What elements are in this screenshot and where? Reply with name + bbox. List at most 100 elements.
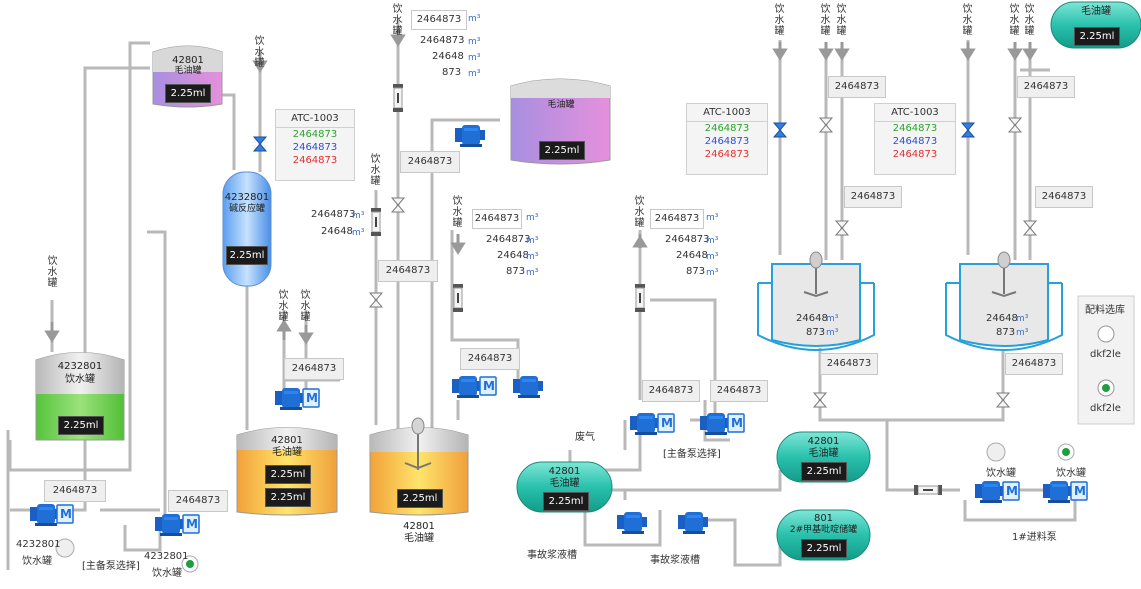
water-tank-right-1: 饮水罐 xyxy=(986,468,1016,479)
flow-reading-left-2: 24648 xyxy=(321,226,353,237)
tank-mixer-level: 2.25ml xyxy=(397,489,443,508)
left-tank-name-2: 饮水罐 xyxy=(152,568,182,579)
atc-panel-3[interactable]: ATC-1003 2464873 2464873 2464873 xyxy=(874,103,956,175)
flow-arrows xyxy=(44,26,1038,345)
reactor-id: 4232801 xyxy=(224,192,270,203)
tank-mid-level-1: 2.25ml xyxy=(265,465,311,484)
flow-unit: m³ xyxy=(706,213,719,223)
reactor-1-unit: m³ xyxy=(826,314,839,324)
tank-mid-level-2: 2.25ml xyxy=(265,488,311,507)
water-inlet-label: 饮水罐 xyxy=(1009,4,1020,37)
water-inlet-label: 饮水罐 xyxy=(820,4,831,37)
value-box: 2464873 xyxy=(828,76,886,98)
reactor-2-reading-a: 24648 xyxy=(986,313,1018,324)
flow-reading-left-1: 2464873 xyxy=(311,209,356,220)
accident-tank-label-1: 事故浆液槽 xyxy=(527,550,577,561)
value-box: 2464873 xyxy=(820,353,878,375)
motor-label: M xyxy=(731,416,743,430)
flow-reading: 2464873 xyxy=(665,234,710,245)
left-tank-name-1: 饮水罐 xyxy=(22,556,52,567)
water-inlet-label: 饮水罐 xyxy=(962,4,973,37)
water-tank-left-level: 2.25ml xyxy=(58,416,104,435)
reactor-level: 2.25ml xyxy=(226,246,268,265)
motor-label: M xyxy=(1006,484,1018,498)
radio-left-1[interactable] xyxy=(55,538,75,558)
atc-value-blue: 2464873 xyxy=(704,136,750,147)
flow-box: 2464873 xyxy=(411,10,467,30)
reactor-2-unit: m³ xyxy=(1016,328,1029,338)
accident-tank-label-2: 事故浆液槽 xyxy=(650,555,700,566)
atc-value-blue: 2464873 xyxy=(292,142,338,153)
motor-label: M xyxy=(1074,484,1086,498)
value-box: 2464873 xyxy=(1017,76,1075,98)
atc-title: ATC-1003 xyxy=(276,110,354,128)
atc-value-green: 2464873 xyxy=(704,123,750,134)
value-box: 2464873 xyxy=(400,151,460,173)
feed-pump-label: 1#进料泵 xyxy=(1012,532,1057,543)
flow-reading: 873 xyxy=(506,266,526,277)
tank-reactor[interactable] xyxy=(222,171,272,287)
value-box: 2464873 xyxy=(284,358,344,380)
atc-title: ATC-1003 xyxy=(687,104,767,122)
tank-mixer-name: 毛油罐 xyxy=(404,533,434,544)
left-tank-id-1: 4232801 xyxy=(16,539,61,550)
flow-unit: m³ xyxy=(468,69,481,79)
tank-right-1-level: 2.25ml xyxy=(801,462,847,481)
flow-unit: m³ xyxy=(526,213,539,223)
flow-reading: 2464873 xyxy=(486,234,531,245)
tank-top-center-name: 毛油罐 xyxy=(547,100,575,110)
value-box: 2464873 xyxy=(642,380,700,402)
water-inlet-label: 饮水罐 xyxy=(836,4,847,37)
water-inlet-label: 饮水罐 xyxy=(254,36,265,69)
atc-value-red: 2464873 xyxy=(892,149,938,160)
flow-box: 2464873 xyxy=(650,209,704,229)
library-panel xyxy=(1077,295,1135,425)
flow-unit: m³ xyxy=(706,252,719,262)
water-inlet-label: 饮水罐 xyxy=(47,256,58,289)
tank-horizontal-id: 42801 xyxy=(548,466,581,477)
flow-reading: 873 xyxy=(686,266,706,277)
motor-label: M xyxy=(60,507,72,521)
tank-top-left-name: 毛油罐 xyxy=(174,66,202,76)
flow-reading-3: 873 xyxy=(442,67,462,78)
water-inlet-label: 饮水罐 xyxy=(278,290,289,323)
tank-top-left-level: 2.25ml xyxy=(165,84,211,103)
pump-select-center[interactable]: [主备泵选择] xyxy=(663,449,721,460)
reactor-right-1[interactable] xyxy=(757,251,875,351)
tank-right-1-name: 毛油罐 xyxy=(808,448,839,459)
flow-unit: m³ xyxy=(468,53,481,63)
library-option-2[interactable]: dkf2le xyxy=(1090,403,1121,414)
reactor-right-2[interactable] xyxy=(945,251,1063,351)
atc-panel-2[interactable]: ATC-1003 2464873 2464873 2464873 xyxy=(686,103,768,175)
waste-gas-label: 废气 xyxy=(575,432,595,443)
atc-value-green: 2464873 xyxy=(892,123,938,134)
tank-right-2-level: 2.25ml xyxy=(801,539,847,558)
reactor-1-reading-a: 24648 xyxy=(796,313,828,324)
water-tank-right-2: 饮水罐 xyxy=(1056,468,1086,479)
water-tank-left-id: 4232801 xyxy=(57,361,103,372)
lib-radio-1[interactable] xyxy=(1097,325,1115,343)
flow-unit: m³ xyxy=(526,236,539,246)
tank-top-center[interactable] xyxy=(510,78,611,165)
flow-reading: 24648 xyxy=(497,250,529,261)
water-inlet-label: 饮水罐 xyxy=(300,290,311,323)
water-inlet-label: 饮水罐 xyxy=(1024,4,1035,37)
pump-select-left[interactable]: [主备泵选择] xyxy=(82,561,140,572)
tank-mid-id: 42801 xyxy=(271,435,303,446)
library-option-1[interactable]: dkf2le xyxy=(1090,349,1121,360)
water-tank-left-name: 饮水罐 xyxy=(65,374,95,385)
tank-mid-name: 毛油罐 xyxy=(272,447,302,458)
tank-mixer[interactable] xyxy=(369,417,469,516)
tank-mixer-id: 42801 xyxy=(403,521,435,532)
value-box: 2464873 xyxy=(710,380,768,402)
radio-right-1[interactable] xyxy=(986,442,1006,462)
tank-top-left-id: 42801 xyxy=(172,55,204,66)
value-box: 2464873 xyxy=(44,480,106,502)
tank-right-2-id: 801 xyxy=(813,513,834,524)
tank-right-2-name: 2#甲基吡啶储罐 xyxy=(789,525,858,535)
flow-unit: m³ xyxy=(352,211,365,221)
water-inlet-label: 饮水罐 xyxy=(392,4,403,37)
atc-panel-1[interactable]: ATC-1003 2464873 2464873 2464873 xyxy=(275,109,355,181)
value-box: 2464873 xyxy=(460,348,520,370)
atc-value-green: 2464873 xyxy=(292,129,338,140)
